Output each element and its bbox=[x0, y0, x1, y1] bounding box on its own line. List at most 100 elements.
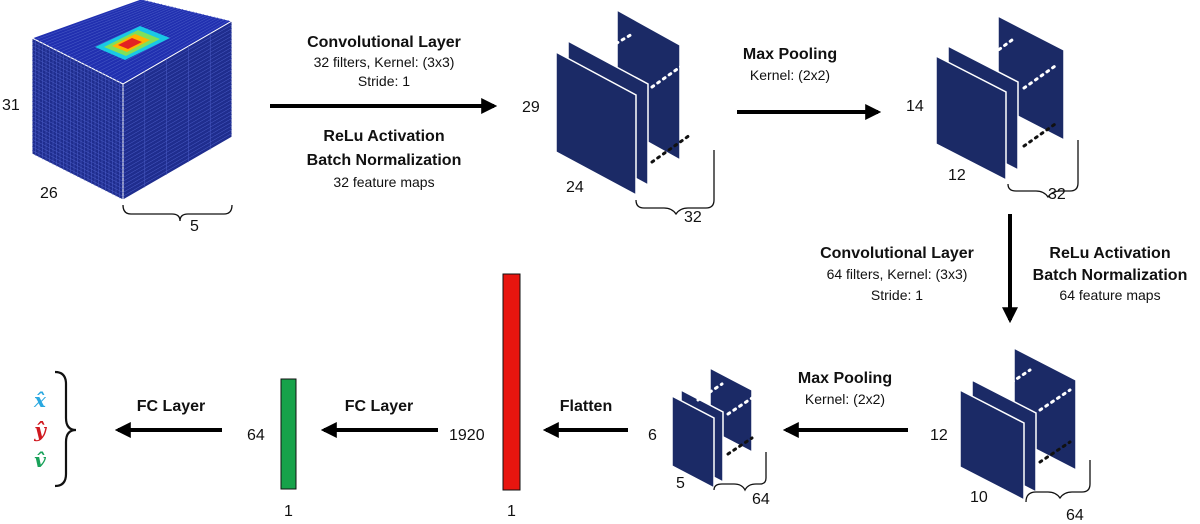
cube-grid-line bbox=[42, 1, 152, 44]
fm4-width-label: 5 bbox=[676, 475, 685, 492]
fm3-dots-top bbox=[998, 368, 1032, 392]
cube-grid-line bbox=[108, 17, 219, 78]
flatten-height-label: 1920 bbox=[449, 427, 485, 444]
cube-grid-line bbox=[35, 0, 145, 41]
cube-grid-line bbox=[31, 146, 124, 193]
output-x-hat: x̂ bbox=[33, 388, 47, 412]
fm2-height-label: 14 bbox=[906, 98, 924, 115]
cube-grid-line bbox=[122, 43, 233, 107]
cube-grid-line bbox=[122, 32, 233, 96]
fm3-dots-mid bbox=[1038, 388, 1072, 412]
input-cube-side bbox=[122, 20, 233, 201]
cube-grid-line bbox=[122, 84, 233, 148]
output-y-hat: ŷ bbox=[33, 418, 47, 442]
fc2-block: FC Layer bbox=[114, 398, 222, 438]
pool1-title: Max Pooling bbox=[743, 46, 837, 63]
cube-grid-line bbox=[31, 138, 124, 186]
cube-grid-line bbox=[122, 58, 233, 122]
cube-grid-line bbox=[31, 41, 124, 88]
output-v-hat: v̂ bbox=[34, 448, 46, 472]
fm2-dots-bot bbox=[1022, 120, 1060, 148]
cube-grid-line bbox=[122, 103, 233, 167]
cube-grid-line bbox=[122, 46, 233, 111]
input-depth-brace bbox=[122, 204, 233, 222]
fm1-width-label: 24 bbox=[566, 179, 584, 196]
cube-grid-line bbox=[31, 86, 124, 133]
fm1-count-label: 32 bbox=[684, 209, 702, 226]
cube-grid-line bbox=[119, 19, 229, 83]
fm4-dots-top bbox=[696, 382, 724, 402]
cube-grid-line bbox=[122, 125, 233, 189]
cube-grid-line bbox=[31, 60, 124, 107]
cube-grid-line bbox=[122, 114, 233, 178]
cube-grid-line bbox=[31, 75, 124, 122]
conv2-block: Convolutional Layer 64 filters, Kernel: … bbox=[820, 214, 1188, 324]
feature-maps-1: 29 24 32 bbox=[522, 8, 715, 226]
conv2-stride: Stride: 1 bbox=[871, 287, 923, 303]
cube-grid-line bbox=[31, 56, 124, 103]
cube-grid-line bbox=[122, 65, 233, 130]
cube-grid-line bbox=[31, 150, 124, 197]
cube-grid-line bbox=[122, 95, 233, 160]
fm4-height-label: 6 bbox=[648, 427, 657, 444]
fm2-dots bbox=[980, 38, 1060, 148]
feature-maps-4: 6 5 64 bbox=[648, 366, 770, 508]
cube-grid-line bbox=[38, 0, 149, 42]
fm2-dots-top bbox=[980, 38, 1014, 64]
cube-grid-line bbox=[122, 80, 233, 145]
fm4-dots bbox=[696, 382, 754, 456]
cube-grid-line bbox=[122, 39, 233, 103]
cube-grid-line bbox=[31, 108, 124, 156]
cube-grid-line bbox=[122, 50, 233, 115]
conv1-stride: Stride: 1 bbox=[358, 73, 410, 89]
fm2-width-label: 12 bbox=[948, 167, 966, 184]
cube-grid-line bbox=[31, 90, 124, 137]
cube-grid-line bbox=[31, 127, 124, 175]
fm1-height-label: 29 bbox=[522, 99, 540, 116]
conv2-batchnorm: Batch Normalization bbox=[1033, 267, 1188, 284]
fm3-count-label: 64 bbox=[1066, 507, 1084, 524]
cube-grid-line bbox=[70, 8, 180, 58]
cube-grid-line bbox=[31, 82, 124, 130]
cube-grid-line bbox=[52, 3, 163, 49]
fm1-dots-mid bbox=[650, 58, 692, 89]
fc2-title: FC Layer bbox=[137, 398, 205, 415]
cube-grid-line bbox=[31, 131, 124, 178]
cube-grid-line bbox=[31, 67, 124, 115]
fm3-count-brace bbox=[1025, 460, 1091, 503]
fm2-dots-mid bbox=[1022, 62, 1060, 90]
fm4-count-brace bbox=[713, 452, 767, 492]
conv1-filters: 32 filters, Kernel: (3x3) bbox=[314, 54, 455, 70]
fm4-dots-mid bbox=[726, 396, 754, 416]
conv2-title: Convolutional Layer bbox=[820, 245, 974, 262]
fm3-dots bbox=[998, 368, 1072, 464]
fm4-count-label: 64 bbox=[752, 491, 770, 508]
heat-core bbox=[118, 38, 142, 49]
conv1-title: Convolutional Layer bbox=[307, 34, 461, 51]
input-cube: 31 26 5 bbox=[2, 0, 234, 235]
output-brace bbox=[54, 370, 77, 488]
flatten-width-label: 1 bbox=[507, 503, 516, 520]
conv1-activation: ReLu Activation bbox=[323, 128, 444, 145]
cube-grid-line bbox=[122, 99, 233, 163]
cube-grid-line bbox=[122, 54, 233, 118]
cube-grid-line bbox=[31, 101, 124, 148]
conv1-batchnorm: Batch Normalization bbox=[307, 152, 462, 169]
fm3-dots-bot bbox=[1038, 440, 1072, 464]
flatten-block: Flatten 1920 1 bbox=[449, 273, 628, 520]
cube-grid-line bbox=[105, 16, 215, 76]
flatten-title: Flatten bbox=[560, 398, 612, 415]
fc1-block: FC Layer 64 1 bbox=[247, 378, 438, 520]
cube-grid-line bbox=[31, 123, 124, 171]
fc1-vector-bar bbox=[280, 378, 297, 490]
cube-grid-line bbox=[122, 73, 233, 137]
conv2-maps: 64 feature maps bbox=[1059, 287, 1160, 303]
cube-grid-line bbox=[122, 76, 233, 141]
fm1-front bbox=[555, 50, 637, 197]
cube-grid-line bbox=[122, 35, 233, 100]
cube-grid-line bbox=[122, 61, 233, 126]
cube-grid-line bbox=[31, 78, 124, 126]
pool2-kernel: Kernel: (2x2) bbox=[805, 391, 885, 407]
cube-grid-line bbox=[66, 7, 177, 56]
cube-grid-line bbox=[31, 97, 124, 145]
